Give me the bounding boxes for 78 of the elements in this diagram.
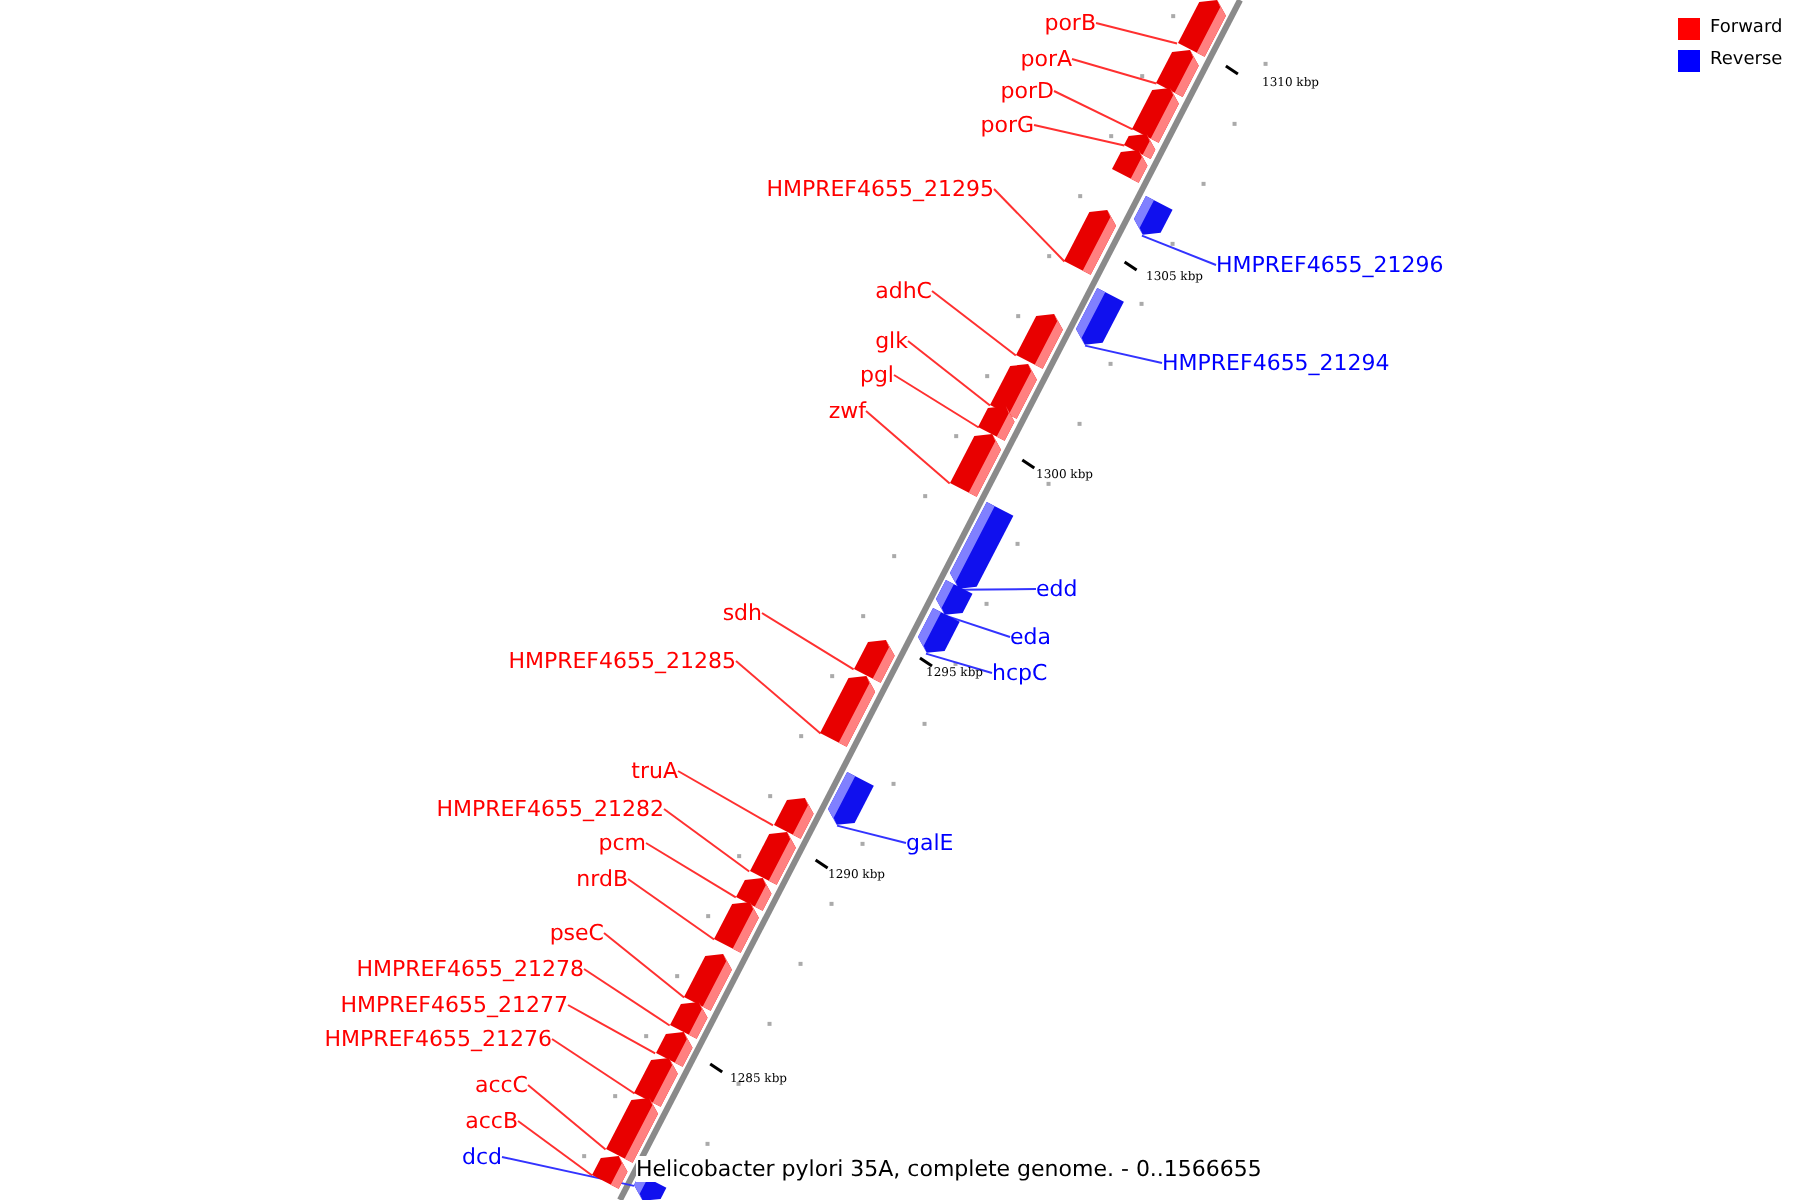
legend-label: Reverse	[1710, 48, 1783, 74]
gene-label: HMPREF4655_21294	[1162, 350, 1390, 376]
gene-label: dcd	[461, 1144, 502, 1170]
leader-line	[517, 1120, 594, 1177]
leader-line	[663, 808, 751, 873]
gene-block	[1076, 288, 1125, 346]
leader-line	[645, 842, 737, 899]
gene-block	[714, 902, 759, 954]
leader-line	[735, 660, 822, 735]
leader-line	[501, 1156, 636, 1187]
leader-line	[1033, 124, 1126, 147]
gene-block	[684, 954, 732, 1012]
leader-line	[627, 878, 716, 941]
gene-label: zwf	[828, 398, 866, 424]
gene-label: galE	[906, 830, 954, 856]
gene-label: edd	[1036, 576, 1078, 602]
gene-block	[1015, 314, 1063, 370]
leader-line	[567, 1004, 657, 1055]
gene-label: accC	[474, 1072, 528, 1098]
gene-label: HMPREF4655_21278	[356, 956, 584, 982]
gene-block	[853, 640, 895, 684]
gene-block	[950, 502, 1014, 590]
leader-line	[603, 932, 686, 999]
gene-label: porB	[1044, 10, 1096, 36]
leader-line	[993, 188, 1066, 263]
leader-line	[924, 652, 993, 674]
leader-line	[865, 410, 951, 485]
gene-block	[773, 798, 813, 840]
gene-label: truA	[631, 758, 678, 784]
leader-line	[583, 968, 671, 1027]
gene-block	[634, 1058, 679, 1108]
gene-label: pgl	[859, 362, 894, 388]
leader-line	[551, 1038, 636, 1095]
leader-line	[958, 588, 1037, 591]
gene-block	[1156, 50, 1200, 98]
gene-label: pseC	[549, 920, 604, 946]
gene-block	[1133, 196, 1172, 236]
leader-line	[1095, 22, 1179, 45]
gene-label: glk	[875, 328, 908, 354]
leader-line	[893, 374, 980, 429]
gene-block	[828, 772, 875, 826]
gene-label: nrdB	[576, 866, 628, 892]
gene-block	[936, 580, 974, 616]
leader-line	[907, 340, 991, 407]
gene-label: hcpC	[992, 660, 1048, 686]
gene-label: HMPREF4655_21276	[324, 1026, 552, 1052]
leader-line	[527, 1084, 607, 1151]
leader-line	[761, 612, 855, 671]
gene-label: pcm	[598, 830, 646, 856]
gene-block	[1177, 0, 1225, 58]
legend-label: Forward	[1710, 16, 1783, 42]
gene-label: HMPREF4655_21295	[766, 176, 994, 202]
leader-line	[1084, 344, 1163, 364]
gene-block	[1111, 150, 1148, 184]
gene-block	[1064, 210, 1117, 276]
gene-label: porG	[980, 112, 1034, 138]
gene-label: HMPREF4655_21296	[1216, 252, 1444, 278]
gene-block	[949, 434, 1001, 498]
gene-label: HMPREF4655_21277	[340, 992, 568, 1018]
gene-label: sdh	[722, 600, 762, 626]
gene-label: HMPREF4655_21285	[508, 648, 736, 674]
gene-block	[749, 832, 796, 886]
gene-block	[820, 676, 876, 748]
gene-block	[917, 608, 959, 654]
leader-line	[1140, 234, 1217, 266]
gene-label: eda	[1010, 624, 1051, 650]
leader-line	[1053, 90, 1134, 131]
leader-line	[931, 290, 1017, 357]
leader-line	[677, 770, 774, 827]
gene-block	[592, 1156, 628, 1190]
leader-line	[1071, 58, 1158, 85]
gene-label: HMPREF4655_21282	[436, 796, 664, 822]
genome-title: Helicobacter pylori 35A, complete genome. - 0..1566655	[636, 1156, 1262, 1182]
gene-label: accB	[465, 1108, 518, 1134]
leader-line	[836, 824, 907, 844]
gene-label: porA	[1020, 46, 1072, 72]
gene-label: porD	[1000, 78, 1054, 104]
gene-label: adhC	[875, 278, 932, 304]
